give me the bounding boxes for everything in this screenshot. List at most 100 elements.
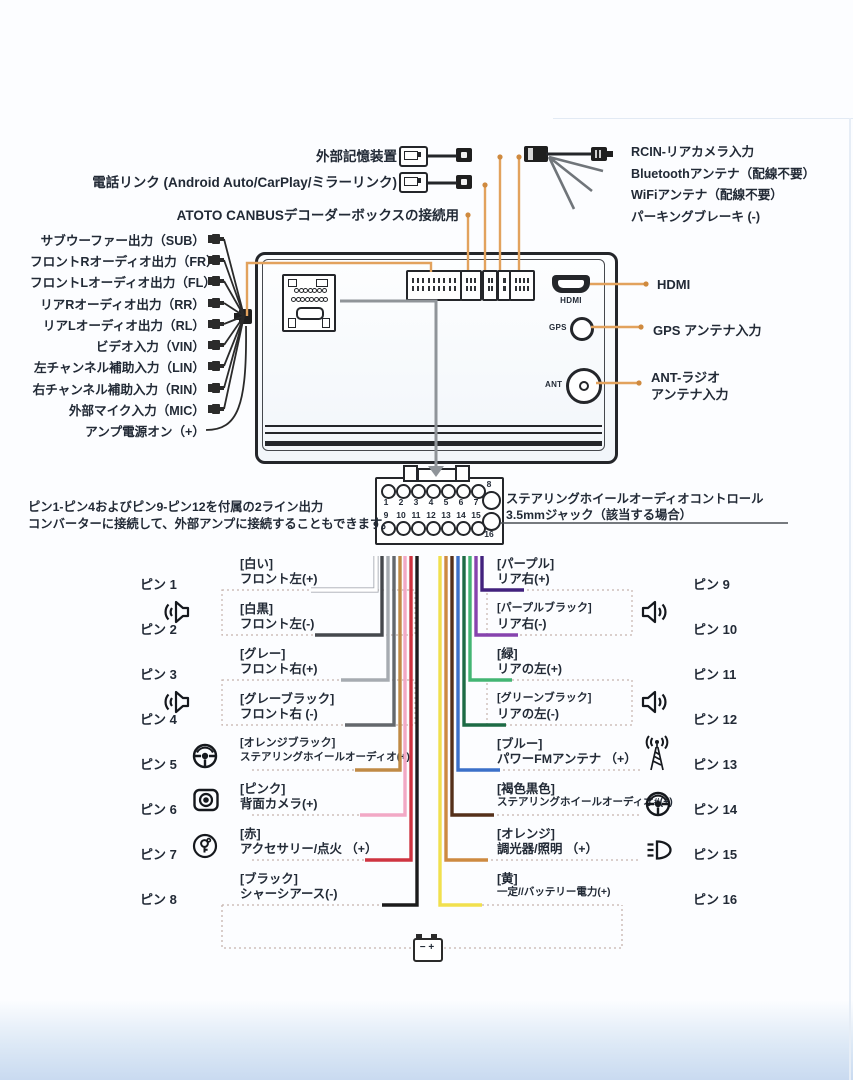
wire-function-label: ステアリングホイールオーディオ#(+) — [497, 796, 673, 808]
wire-function-label: ステアリングホイールオーディオ(+) — [240, 751, 410, 763]
rca-plug-icon — [208, 275, 224, 287]
wire-color-name: [黄] — [497, 872, 518, 886]
rca-plug-barrel — [212, 361, 220, 371]
port-pin — [417, 286, 420, 291]
port-pin — [438, 286, 441, 291]
ignition-key-icon-graphic — [192, 833, 218, 859]
converter-note-line1: ピン1-ピン4およびピン9-ピン12を付属の2ライン出力 — [28, 500, 324, 514]
wire-pin-13 — [456, 556, 500, 772]
steering-wheel-icon-graphic — [192, 743, 218, 769]
connector-pin-circle — [395, 484, 411, 499]
pin-number-label: ピン 10 — [693, 622, 738, 637]
connector-pin-circle — [380, 484, 396, 499]
port-pin — [504, 286, 507, 291]
wire-pin-3 — [341, 556, 390, 682]
wire-color-name: [オレンジブラック] — [240, 737, 336, 749]
port-pin — [432, 278, 435, 283]
rca-plug-tip — [220, 343, 224, 347]
rca-plug-ridge — [599, 150, 601, 158]
swc-note-line2: 3.5mmジャック（該当する場合） — [506, 508, 692, 522]
port-pin — [422, 278, 425, 283]
port-pin — [466, 278, 468, 283]
wire-casing — [311, 556, 379, 593]
wire-pin-16 — [438, 556, 482, 907]
rca-plug-barrel — [212, 255, 220, 265]
rca-plug-barrel — [212, 276, 220, 286]
connector-pin-circle — [440, 521, 456, 536]
wire-function-label: リア右(-) — [497, 617, 547, 631]
harness-socket-notch — [322, 318, 330, 328]
wire-pin-5 — [355, 556, 402, 772]
pin-number-label: ピン 6 — [140, 802, 177, 817]
headlight-icon-graphic — [647, 840, 672, 860]
connector-pin-circle — [425, 521, 441, 536]
port-pin — [515, 286, 517, 291]
rca-plug-barrel — [212, 319, 220, 329]
wire-function-label: リアの左(-) — [497, 707, 559, 721]
port-pin — [438, 278, 441, 283]
rca-plug-icon — [208, 339, 224, 351]
wire-color-name: [ピンク] — [240, 782, 286, 796]
usb-receptacle-slot — [404, 177, 418, 186]
connector-top-tab — [403, 465, 418, 482]
battery-icon: − + — [413, 934, 443, 962]
callout-dot — [497, 154, 503, 160]
connector-pin-number: 3 — [413, 497, 419, 507]
rca-plug-tip — [220, 386, 224, 390]
wire-function-label: アクセサリー/点火 （+） — [240, 842, 378, 856]
rca-plug-body — [208, 320, 212, 328]
rca-plug-tip — [220, 301, 224, 305]
gps-port-label: GPS — [549, 323, 567, 332]
steering-wheel-icon-graphic — [645, 791, 671, 817]
connector-pin-circle — [380, 521, 396, 536]
connector-top-tab — [455, 465, 470, 482]
hdmi-port-label: HDMI — [560, 296, 582, 305]
port-pin — [470, 286, 473, 291]
connector-pin-circle — [440, 484, 456, 499]
port-pin — [448, 278, 451, 283]
wire-pin-1 — [311, 556, 378, 592]
wire-color-name: [ブラック] — [240, 872, 298, 886]
hdmi-port-slot — [558, 280, 584, 288]
connector-pin-number: 6 — [458, 497, 464, 507]
wire-function-label: フロント左(-) — [240, 617, 315, 631]
rca-plug-body — [208, 256, 212, 264]
rca-hub-connector — [239, 309, 252, 324]
callout-dot — [636, 380, 642, 386]
rca-plug-icon — [208, 297, 224, 309]
pin-number-label: ピン 8 — [140, 892, 177, 907]
rca-plug-icon — [208, 382, 224, 394]
rca-plug-body — [208, 277, 212, 285]
rca-plug-icon — [208, 318, 224, 330]
rca-output-label: リアRオーディオ出力（RR） — [40, 298, 205, 312]
wire-color-name: [白い] — [240, 557, 274, 571]
rca-plug-tip — [220, 237, 224, 241]
port-pin — [490, 278, 493, 283]
port-pin — [432, 286, 435, 291]
port-pin — [488, 286, 490, 291]
fm-antenna-icon-graphic — [645, 735, 669, 771]
port-pin — [503, 278, 505, 283]
connector-pin-number: 9 — [383, 510, 389, 520]
usb-receptacle-tab — [418, 178, 421, 183]
rca-plug-tip — [220, 279, 224, 283]
port-pin — [474, 278, 477, 283]
usb-receptacle-icon — [399, 172, 428, 193]
wire-function-label: 背面カメラ(+) — [240, 797, 318, 811]
connector-pin-circle — [470, 484, 486, 499]
gps-port — [570, 317, 594, 341]
port-pin — [519, 286, 522, 291]
usb-receptacle-slot — [404, 151, 418, 160]
pin-number-label: ピン 4 — [140, 712, 177, 727]
rcin-callout-label: WiFiアンテナ（配線不要） — [631, 188, 783, 202]
rca-plug-icon — [208, 360, 224, 372]
connector-pin-number: 4 — [428, 497, 434, 507]
harness-dot — [321, 288, 327, 293]
port-pin — [466, 286, 468, 291]
rear-port-connector — [406, 270, 462, 301]
external-storage-label: 外部記憶装置 — [316, 149, 397, 164]
battery-terminals-label: − + — [419, 942, 435, 953]
rca-output-label: 右チャンネル補助入力（RIN） — [32, 383, 205, 397]
hdmi-callout-label: HDMI — [657, 277, 691, 292]
